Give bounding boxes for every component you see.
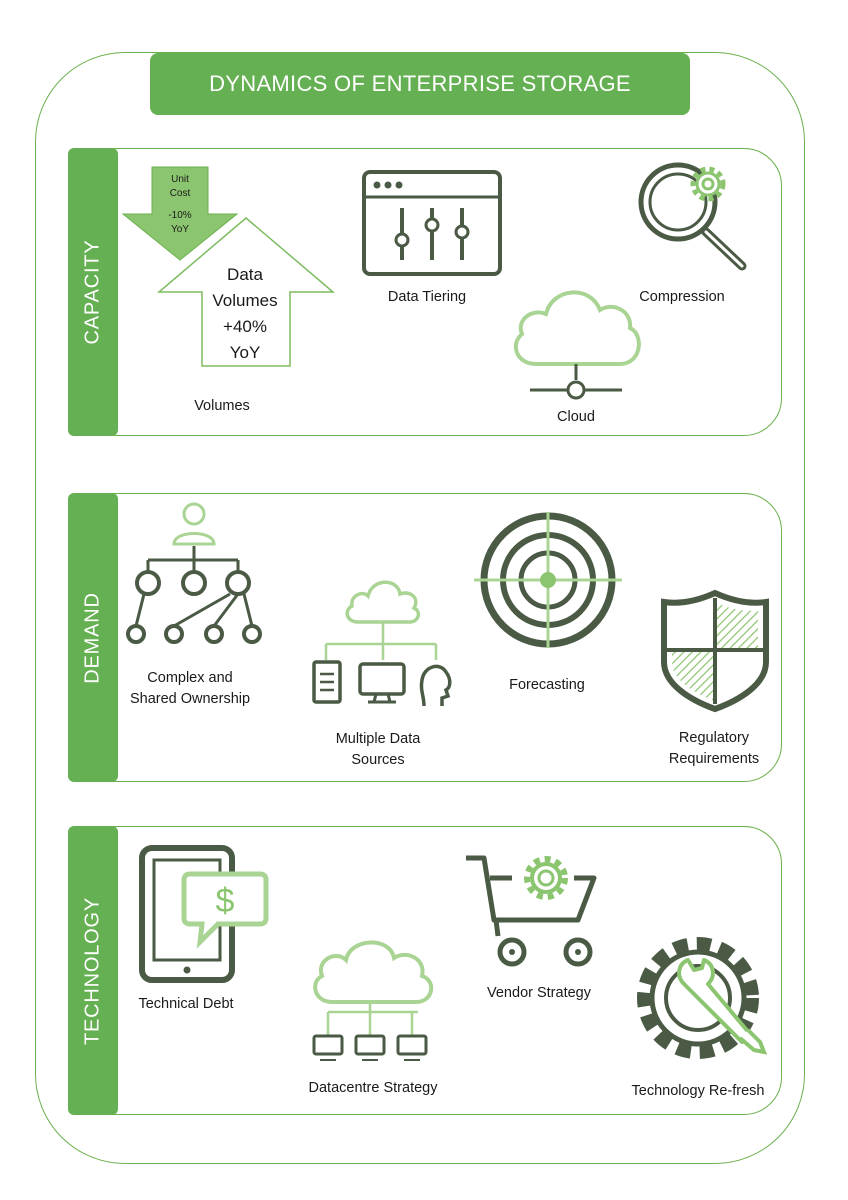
capacity-label: CAPACITY (81, 239, 104, 345)
sliders-window-icon (362, 170, 502, 276)
cloud-servers-icon (312, 940, 433, 1061)
technology-refresh-label: Technology Re-fresh (631, 1083, 765, 1099)
svg-text:$: $ (216, 882, 235, 920)
compression-label: Compression (639, 289, 725, 305)
cart-gear-icon (466, 855, 597, 967)
complex-ownership-label: Complex and Shared Ownership (129, 670, 251, 707)
technology-label: TECHNOLOGY (81, 896, 104, 1045)
unit-cost-text: Unit Cost -10% YoY (168, 174, 192, 235)
magnifier-gear-icon (638, 162, 747, 271)
outer-frame (35, 52, 805, 1164)
gear-wrench-icon (637, 937, 768, 1059)
demand-side-bar: DEMAND (68, 493, 118, 782)
target-icon (474, 512, 622, 648)
technical-debt-label: Technical Debt (138, 996, 234, 1012)
regulatory-label: Regulatory Requirements (668, 730, 760, 767)
shield-icon (661, 589, 769, 713)
forecasting-label: Forecasting (509, 677, 585, 693)
tablet-dollar-icon: $ (139, 845, 269, 983)
datacentre-label: Datacentre Strategy (308, 1080, 438, 1096)
cloud-label: Cloud (557, 409, 595, 425)
org-hierarchy-icon (126, 502, 262, 644)
vendor-strategy-label: Vendor Strategy (487, 985, 591, 1001)
arrow-up-icon (156, 217, 336, 367)
data-tiering-label: Data Tiering (387, 289, 467, 305)
cloud-network-icon (513, 290, 641, 400)
arrow-down-icon (121, 166, 239, 261)
capacity-side-bar: CAPACITY (68, 148, 118, 436)
demand-label: DEMAND (81, 591, 104, 684)
data-volumes-text: Data Volumes +40% YoY (212, 265, 278, 362)
cloud-sources-icon (312, 580, 452, 707)
multiple-sources-label: Multiple Data Sources (335, 731, 421, 768)
technology-side-bar: TECHNOLOGY (68, 826, 118, 1115)
volumes-label: Volumes (194, 398, 250, 414)
page-title: DYNAMICS OF ENTERPRISE STORAGE (150, 53, 690, 115)
